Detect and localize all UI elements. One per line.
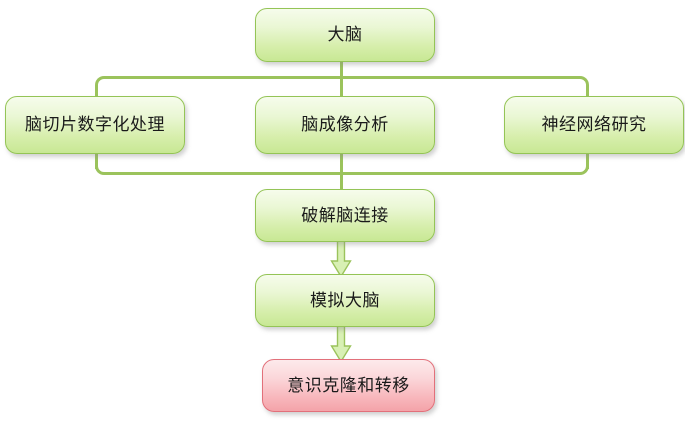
node-branch-right[interactable]: 神经网络研究 xyxy=(504,96,684,154)
connector-elbow-split-left xyxy=(95,76,107,100)
node-branch-center[interactable]: 脑成像分析 xyxy=(255,96,435,154)
node-merge-label: 破解脑连接 xyxy=(301,205,389,225)
connector-elbow-merge-right xyxy=(577,157,589,175)
node-root-label: 大脑 xyxy=(327,25,363,44)
node-branch-left[interactable]: 脑切片数字化处理 xyxy=(5,96,185,154)
node-simulate-label: 模拟大脑 xyxy=(310,290,380,310)
connector-split-bus-right xyxy=(341,76,579,79)
node-result-label: 意识克隆和转移 xyxy=(287,375,410,395)
connector-arrow-simulate-to-result xyxy=(330,325,352,363)
node-branch-center-label: 脑成像分析 xyxy=(301,115,389,134)
node-simulate[interactable]: 模拟大脑 xyxy=(255,274,435,327)
connector-elbow-merge-left xyxy=(95,157,107,175)
connector-merge-bus-left xyxy=(104,172,342,175)
node-branch-right-label: 神经网络研究 xyxy=(541,115,647,134)
node-result[interactable]: 意识克隆和转移 xyxy=(262,359,435,412)
connector-arrow-merge-to-simulate xyxy=(330,240,352,278)
connector-merge-bus-right xyxy=(341,172,579,175)
connector-split-bus-left xyxy=(104,76,342,79)
connector-root-stem xyxy=(340,60,343,78)
connector-elbow-split-right xyxy=(577,76,589,100)
node-merge[interactable]: 破解脑连接 xyxy=(255,189,435,242)
node-root[interactable]: 大脑 xyxy=(255,8,435,62)
node-branch-left-label: 脑切片数字化处理 xyxy=(25,115,165,134)
connector-split-center-drop xyxy=(340,76,343,98)
